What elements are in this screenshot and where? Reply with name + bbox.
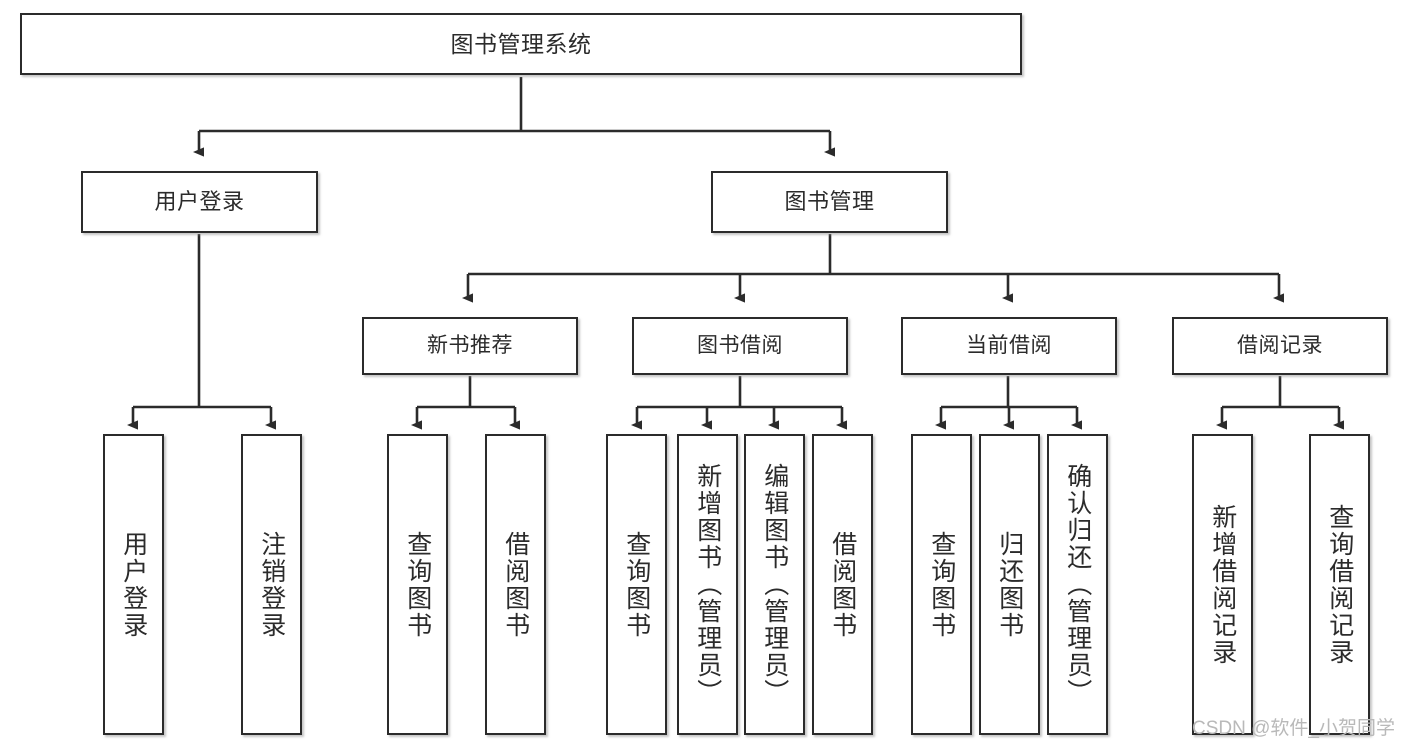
node-root-book-management-system[interactable]: 图书管理系统 — [20, 13, 1022, 75]
node-label: 用户登录 — [154, 189, 245, 215]
node-new-book-recommend[interactable]: 新书推荐 — [362, 317, 578, 375]
leaf-book-borrow-add-book-admin[interactable]: 新增图书（管理员） — [677, 434, 738, 735]
node-label: 图书管理 — [784, 189, 875, 215]
leaf-user-login-login[interactable]: 用户登录 — [103, 434, 164, 735]
node-label: 编辑图书（管理员） — [760, 463, 789, 706]
node-label: 注销登录 — [257, 530, 286, 639]
node-label: 借阅图书 — [501, 530, 530, 639]
node-label: 查询图书 — [403, 530, 432, 639]
leaf-book-borrow-edit-book-admin[interactable]: 编辑图书（管理员） — [744, 434, 805, 735]
leaf-current-borrow-confirm-return-admin[interactable]: 确认归还（管理员） — [1047, 434, 1108, 735]
node-user-login[interactable]: 用户登录 — [81, 171, 318, 233]
node-book-borrow[interactable]: 图书借阅 — [632, 317, 848, 375]
node-label: 新增图书（管理员） — [693, 463, 722, 706]
leaf-book-borrow-borrow-book[interactable]: 借阅图书 — [812, 434, 873, 735]
node-label: 用户登录 — [119, 530, 148, 639]
leaf-borrow-record-query-record[interactable]: 查询借阅记录 — [1309, 434, 1370, 735]
node-label: 图书借阅 — [697, 333, 783, 357]
node-label: 归还图书 — [995, 530, 1024, 639]
node-label: 新书推荐 — [427, 333, 513, 357]
leaf-user-login-logout[interactable]: 注销登录 — [241, 434, 302, 735]
node-label: 新增借阅记录 — [1208, 503, 1237, 666]
node-book-management[interactable]: 图书管理 — [711, 171, 948, 233]
leaf-current-borrow-query-book[interactable]: 查询图书 — [911, 434, 972, 735]
node-label: 借阅记录 — [1237, 333, 1323, 357]
leaf-new-book-query-book[interactable]: 查询图书 — [387, 434, 448, 735]
node-label: 查询借阅记录 — [1325, 503, 1354, 666]
node-label: 查询图书 — [927, 530, 956, 639]
node-label: 查询图书 — [622, 530, 651, 639]
leaf-current-borrow-return-book[interactable]: 归还图书 — [979, 434, 1040, 735]
node-label: 确认归还（管理员） — [1063, 463, 1092, 706]
node-borrow-record[interactable]: 借阅记录 — [1172, 317, 1388, 375]
leaf-borrow-record-add-record[interactable]: 新增借阅记录 — [1192, 434, 1253, 735]
leaf-new-book-borrow-book[interactable]: 借阅图书 — [485, 434, 546, 735]
node-label: 借阅图书 — [828, 530, 857, 639]
leaf-book-borrow-query-book[interactable]: 查询图书 — [606, 434, 667, 735]
node-label: 图书管理系统 — [450, 30, 592, 57]
node-current-borrow[interactable]: 当前借阅 — [901, 317, 1117, 375]
node-label: 当前借阅 — [966, 333, 1052, 357]
